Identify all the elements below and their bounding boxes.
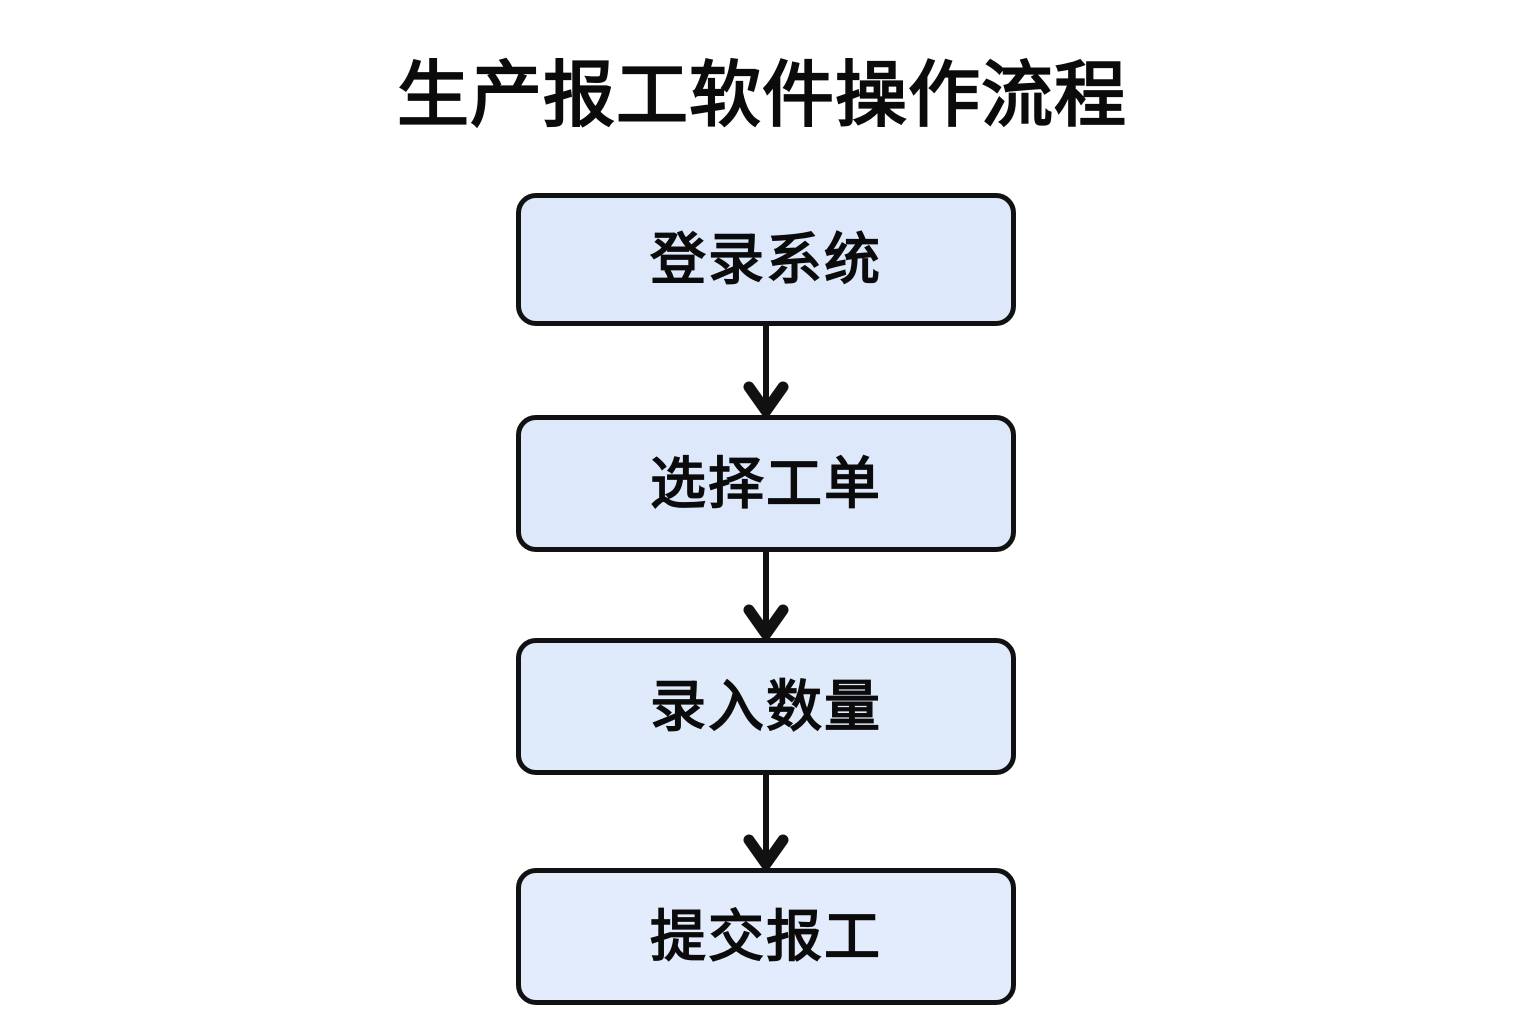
page-title: 生产报工软件操作流程	[396, 56, 1127, 136]
flow-node-enter-quantity[interactable]: 录入数量	[516, 638, 1016, 775]
flow-arrow-down-icon	[743, 775, 789, 870]
flow-node-submit-report[interactable]: 提交报工	[516, 868, 1016, 1005]
flow-node-label: 提交报工	[650, 904, 882, 968]
flow-arrow-down-icon	[743, 552, 789, 640]
flowchart-diagram: 登录系统 选择工单 录入数量	[516, 193, 1016, 1005]
flow-node-label: 登录系统	[650, 227, 882, 291]
flow-arrow-down-icon	[743, 326, 789, 417]
flow-node-select-work-order[interactable]: 选择工单	[516, 415, 1016, 552]
flow-node-label: 选择工单	[650, 451, 882, 515]
flow-node-label: 录入数量	[650, 674, 882, 738]
flow-node-login[interactable]: 登录系统	[516, 193, 1016, 326]
